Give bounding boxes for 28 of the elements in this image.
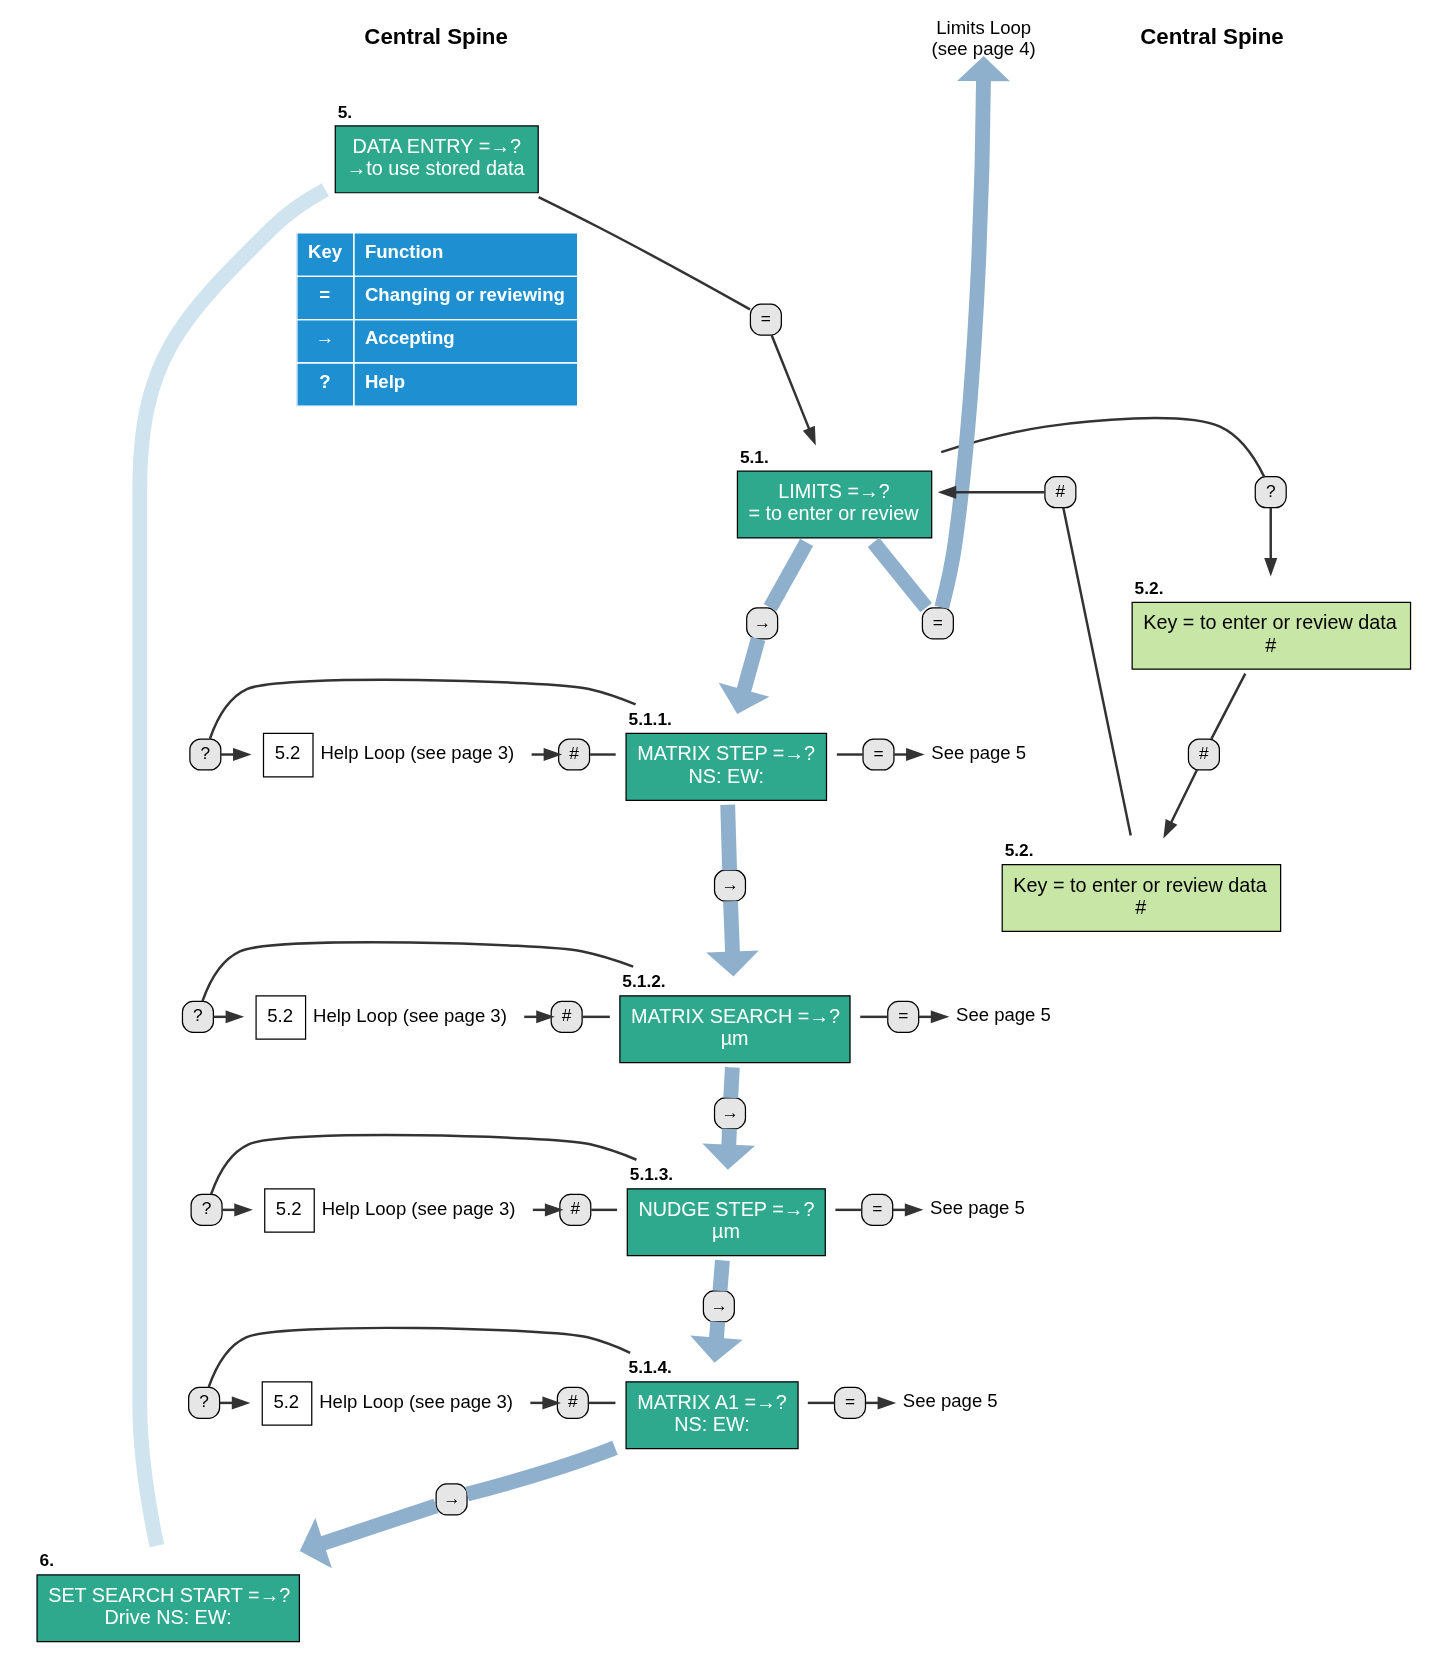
node-label: Help Loop (see page 3) xyxy=(320,741,515,763)
node-label: Help Loop (see page 3) xyxy=(321,1197,516,1219)
node-label: 6. xyxy=(39,1549,54,1570)
node-text: See page 5 xyxy=(930,1196,1025,1218)
node-label: Help Loop (see page 3) xyxy=(319,1390,514,1412)
node-label: 5.1.3. xyxy=(629,1163,674,1184)
node-label: 5.2. xyxy=(1004,839,1034,860)
node-label: Help Loop (see page 3) xyxy=(313,1004,507,1026)
label: Accepting xyxy=(364,326,455,348)
node-text: See page 5 xyxy=(931,741,1027,763)
label: ? xyxy=(319,370,331,392)
label: Help xyxy=(364,370,406,392)
label: Key xyxy=(308,240,343,262)
node-text: See page 5 xyxy=(902,1389,998,1411)
label: = xyxy=(319,283,331,305)
node-label: 5.1.4. xyxy=(628,1356,672,1377)
node-label: 5.1.2. xyxy=(622,970,666,991)
node-label: 5.1.1. xyxy=(628,708,672,729)
node-label: 5.1. xyxy=(739,446,769,467)
label: Central Spine xyxy=(1140,23,1284,49)
node-text: Limits Loop (see page 4) xyxy=(931,16,1036,59)
label: Central Spine xyxy=(364,23,508,49)
label: Function xyxy=(364,240,444,262)
node-label: 5.2. xyxy=(1134,577,1164,598)
node-text: See page 5 xyxy=(956,1003,1051,1025)
label: → xyxy=(315,326,335,348)
node-label: 5. xyxy=(337,101,353,122)
label: Changing or reviewing xyxy=(364,283,565,305)
